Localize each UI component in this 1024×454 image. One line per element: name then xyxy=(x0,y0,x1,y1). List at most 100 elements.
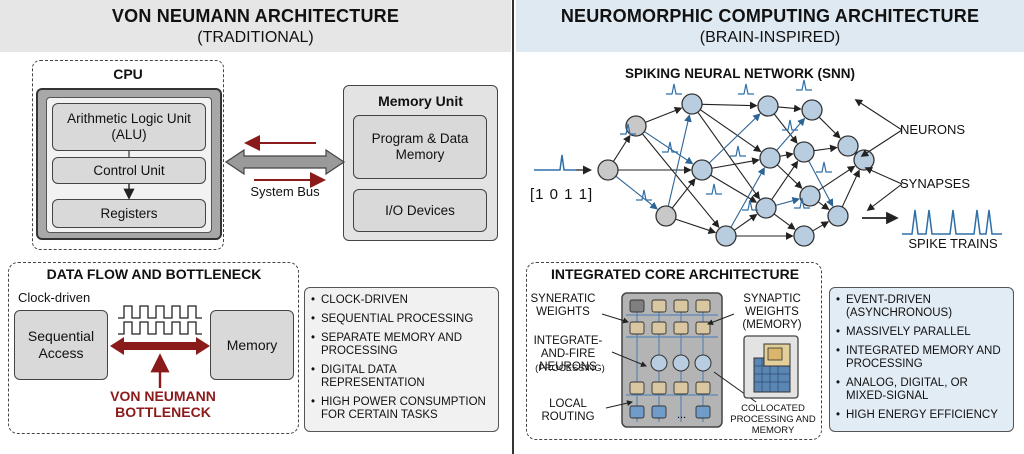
spike-pulse xyxy=(662,141,678,153)
neuron-node xyxy=(681,93,703,115)
routing-cell xyxy=(651,405,667,419)
spike-pulse xyxy=(816,161,832,173)
left-feature-item: HIGH POWER CONSUMPTION FOR CERTAIN TASKS xyxy=(311,396,494,422)
program-memory-box: Program & Data Memory xyxy=(353,115,487,179)
synapse-edge xyxy=(645,107,683,123)
processing-label: (PROCESSING) xyxy=(535,363,605,374)
dataflow-dashed-outline xyxy=(8,262,299,434)
synapse-edge xyxy=(733,213,758,231)
system-bus-arrow xyxy=(224,148,346,176)
left-feature-list: CLOCK-DRIVEN SEQUENTIAL PROCESSING SEPARAT… xyxy=(304,287,499,432)
core-neuron xyxy=(672,354,690,372)
spike-pulse xyxy=(636,189,652,201)
core-neuron xyxy=(650,354,668,372)
weight-cell xyxy=(651,299,667,313)
cpu-label: CPU xyxy=(113,66,143,82)
neurons-pointer-2 xyxy=(860,129,903,157)
neuron-node xyxy=(715,225,737,247)
core-title: INTEGRATED CORE ARCHITECTURE xyxy=(534,266,816,282)
right-feature-item: INTEGRATED MEMORY AND PROCESSING xyxy=(836,345,1009,371)
spike-pulse xyxy=(742,199,758,211)
left-header: VON NEUMANN ARCHITECTURE (TRADITIONAL) xyxy=(0,0,511,52)
clock-signal-bottom xyxy=(118,321,202,335)
syneratic-pointer xyxy=(601,313,629,324)
synapse-edge xyxy=(779,151,794,159)
local-routing-label: LOCAL ROUTING xyxy=(541,398,595,423)
neurons-label: NEURONS xyxy=(900,122,966,137)
neuron-node xyxy=(757,95,779,117)
right-header: NEUROMORPHIC COMPUTING ARCHITECTURE (BRA… xyxy=(516,0,1024,52)
synapses-label: SYNAPSES xyxy=(900,176,971,191)
weight-cell xyxy=(651,321,667,335)
snn-network xyxy=(534,79,1002,247)
spike-pulse xyxy=(782,119,798,131)
neuron-node xyxy=(759,147,781,169)
synapse-edge xyxy=(818,165,856,191)
input-spike xyxy=(534,154,576,171)
right-feature-item: EVENT-DRIVEN (ASYNCHRONOUS) xyxy=(836,294,1009,320)
synapse-edge xyxy=(812,221,830,232)
synapse-edge xyxy=(667,114,692,207)
collocated-label: COLLOCATED PROCESSING AND MEMORY xyxy=(730,403,816,436)
synapse-edge xyxy=(612,134,631,162)
left-feature-item: CLOCK-DRIVEN xyxy=(311,294,494,307)
synapse-edge xyxy=(697,111,760,200)
neuron-node xyxy=(801,99,823,121)
synapse-edge xyxy=(730,167,765,228)
left-subtitle: (TRADITIONAL) xyxy=(197,29,314,46)
neurons-pointer-1 xyxy=(854,99,903,131)
bottleneck-arrow xyxy=(110,337,210,355)
sequential-access-box: Sequential Access xyxy=(14,310,108,380)
clock-signal-top xyxy=(118,305,202,319)
left-feature-item: DIGITAL DATA REPRESENTATION xyxy=(311,364,494,390)
dataflow-title: DATA FLOW AND BOTTLENECK xyxy=(14,266,294,282)
clock-driven-label: Clock-driven xyxy=(18,290,91,305)
synapse-edge xyxy=(710,174,758,203)
neuron-node xyxy=(799,185,821,207)
weight-cell xyxy=(629,381,645,395)
synapse-edge xyxy=(841,169,860,208)
right-title: NEUROMORPHIC COMPUTING ARCHITECTURE xyxy=(560,6,980,26)
neuron-node xyxy=(837,135,859,157)
left-feature-item: SEQUENTIAL PROCESSING xyxy=(311,313,494,326)
synapse-edge xyxy=(675,218,717,234)
spike-pulse xyxy=(666,83,682,95)
syneratic-weights-label: SYNERATIC WEIGHTS xyxy=(530,293,596,318)
spike-trains-label: SPIKE TRAINS xyxy=(908,236,998,251)
synapse-edge xyxy=(776,117,806,151)
synapse-edge xyxy=(773,213,796,230)
core-chip: ... xyxy=(601,292,799,428)
synapse-edge xyxy=(641,133,720,228)
neuron-node xyxy=(625,115,647,137)
input-vector: [1 0 1 1] xyxy=(530,186,594,203)
synapse-edge xyxy=(701,101,758,110)
synapse-edge xyxy=(708,113,761,164)
spike-pulse xyxy=(620,123,636,135)
center-divider xyxy=(512,0,514,454)
cpu-dashed-outline xyxy=(32,60,224,250)
bottleneck-label: VON NEUMANN BOTTLENECK xyxy=(110,388,216,420)
synapse-edge xyxy=(818,116,841,139)
neuron-node xyxy=(655,205,677,227)
neuron-pointer xyxy=(611,351,647,367)
synapse-edge xyxy=(775,197,801,206)
right-feature-list: EVENT-DRIVEN (ASYNCHRONOUS)MASSIVELY PAR… xyxy=(829,287,1014,432)
weight-cell xyxy=(629,299,645,313)
spike-pulse xyxy=(796,79,812,91)
neuron-node xyxy=(853,149,875,171)
synapse-edge xyxy=(773,113,798,144)
right-feature-item: HIGH ENERGY EFFICIENCY xyxy=(836,409,1009,422)
neuron-node xyxy=(691,159,713,181)
synapse-edge xyxy=(615,175,658,210)
left-feature-item: SEPARATE MEMORY AND PROCESSING xyxy=(311,332,494,358)
synapse-edge xyxy=(776,164,803,189)
spike-pulse xyxy=(706,183,722,195)
left-title: VON NEUMANN ARCHITECTURE xyxy=(111,6,400,26)
synapse-edge xyxy=(671,178,696,209)
io-devices-box: I/O Devices xyxy=(353,189,487,232)
synapses-pointer-2 xyxy=(866,183,903,212)
right-feature-item: ANALOG, DIGITAL, OR MIXED-SIGNAL xyxy=(836,377,1009,403)
weight-cell xyxy=(695,381,711,395)
weight-cell xyxy=(651,381,667,395)
